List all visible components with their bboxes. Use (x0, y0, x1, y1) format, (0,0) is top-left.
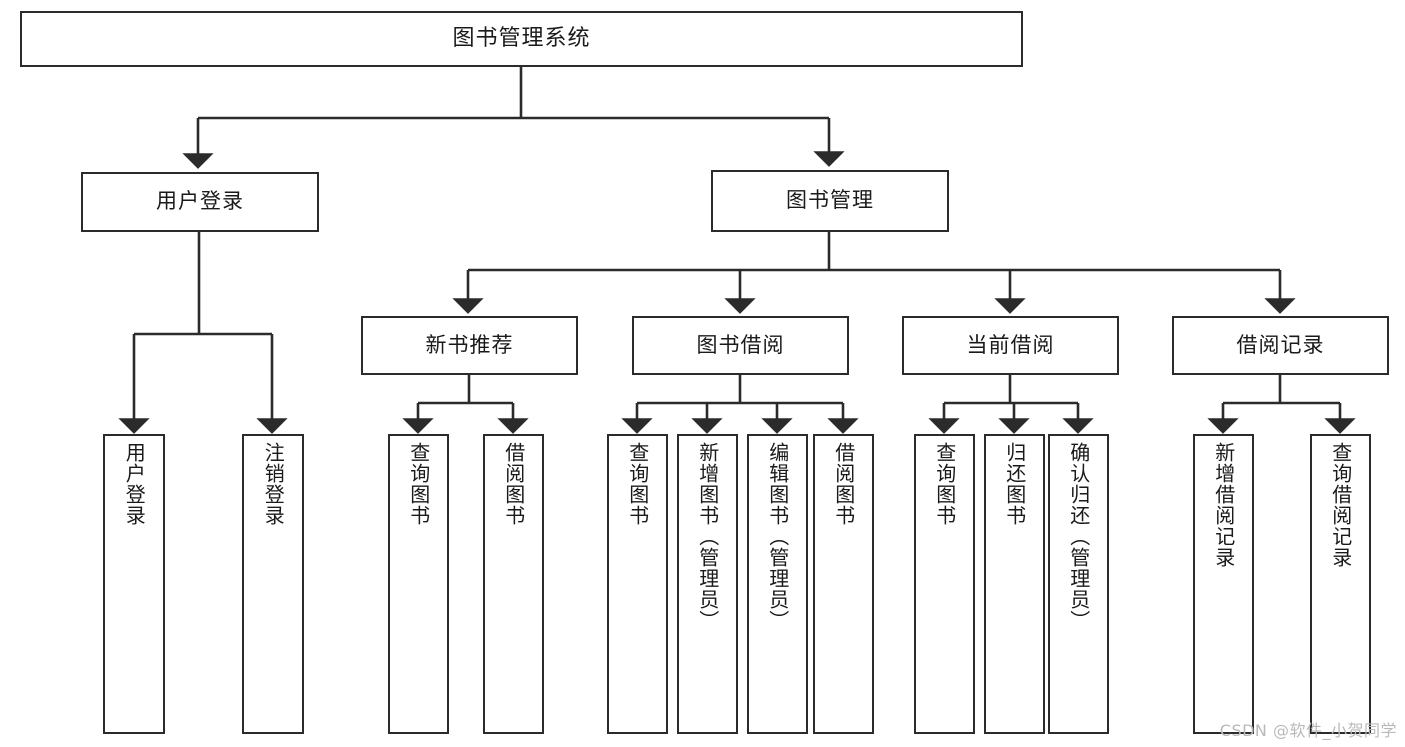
node-book-borrow-label: 图书借阅 (696, 332, 785, 357)
node-leaf-add-record-label: 新增借阅记录 (1211, 442, 1236, 568)
node-leaf-return-book-label: 归还图书 (1002, 442, 1027, 526)
node-leaf-query-book-3-label: 查询图书 (932, 442, 957, 526)
node-book-manage[interactable]: 图书管理 (711, 170, 949, 232)
node-leaf-edit-book-label: 编辑图书（管理员） (765, 442, 790, 631)
node-current-borrow[interactable]: 当前借阅 (902, 316, 1119, 375)
node-leaf-return-book[interactable]: 归还图书 (984, 434, 1045, 734)
node-borrow-record-label: 借阅记录 (1236, 332, 1325, 357)
node-borrow-record[interactable]: 借阅记录 (1172, 316, 1389, 375)
node-leaf-confirm-return[interactable]: 确认归还（管理员） (1048, 434, 1109, 734)
node-leaf-user-login-label: 用户登录 (122, 442, 147, 526)
node-leaf-query-book-3[interactable]: 查询图书 (914, 434, 975, 734)
node-user-login[interactable]: 用户登录 (81, 172, 319, 232)
node-book-manage-label: 图书管理 (786, 188, 874, 213)
node-leaf-logout-login[interactable]: 注销登录 (242, 434, 304, 734)
node-leaf-query-book-1-label: 查询图书 (406, 442, 431, 526)
node-root[interactable]: 图书管理系统 (20, 11, 1023, 67)
node-book-borrow[interactable]: 图书借阅 (632, 316, 849, 375)
node-leaf-query-book-2[interactable]: 查询图书 (607, 434, 668, 734)
node-leaf-borrow-book-2-label: 借阅图书 (831, 442, 856, 526)
node-user-login-label: 用户登录 (156, 189, 244, 214)
node-leaf-confirm-return-label: 确认归还（管理员） (1066, 442, 1091, 631)
node-leaf-query-book-1[interactable]: 查询图书 (388, 434, 449, 734)
node-leaf-query-record-label: 查询借阅记录 (1328, 442, 1353, 568)
node-current-borrow-label: 当前借阅 (966, 332, 1055, 357)
node-leaf-add-book[interactable]: 新增图书（管理员） (677, 434, 738, 734)
node-leaf-user-login[interactable]: 用户登录 (103, 434, 165, 734)
node-leaf-borrow-book-1[interactable]: 借阅图书 (483, 434, 544, 734)
node-leaf-add-record[interactable]: 新增借阅记录 (1193, 434, 1254, 734)
node-leaf-query-book-2-label: 查询图书 (625, 442, 650, 526)
node-leaf-add-book-label: 新增图书（管理员） (695, 442, 720, 631)
node-leaf-borrow-book-1-label: 借阅图书 (501, 442, 526, 526)
node-root-label: 图书管理系统 (452, 25, 591, 51)
node-leaf-edit-book[interactable]: 编辑图书（管理员） (747, 434, 808, 734)
node-leaf-query-record[interactable]: 查询借阅记录 (1310, 434, 1371, 734)
node-new-book-recommend[interactable]: 新书推荐 (361, 316, 578, 375)
node-leaf-logout-login-label: 注销登录 (261, 442, 286, 526)
node-new-book-recommend-label: 新书推荐 (425, 332, 514, 357)
node-leaf-borrow-book-2[interactable]: 借阅图书 (813, 434, 874, 734)
